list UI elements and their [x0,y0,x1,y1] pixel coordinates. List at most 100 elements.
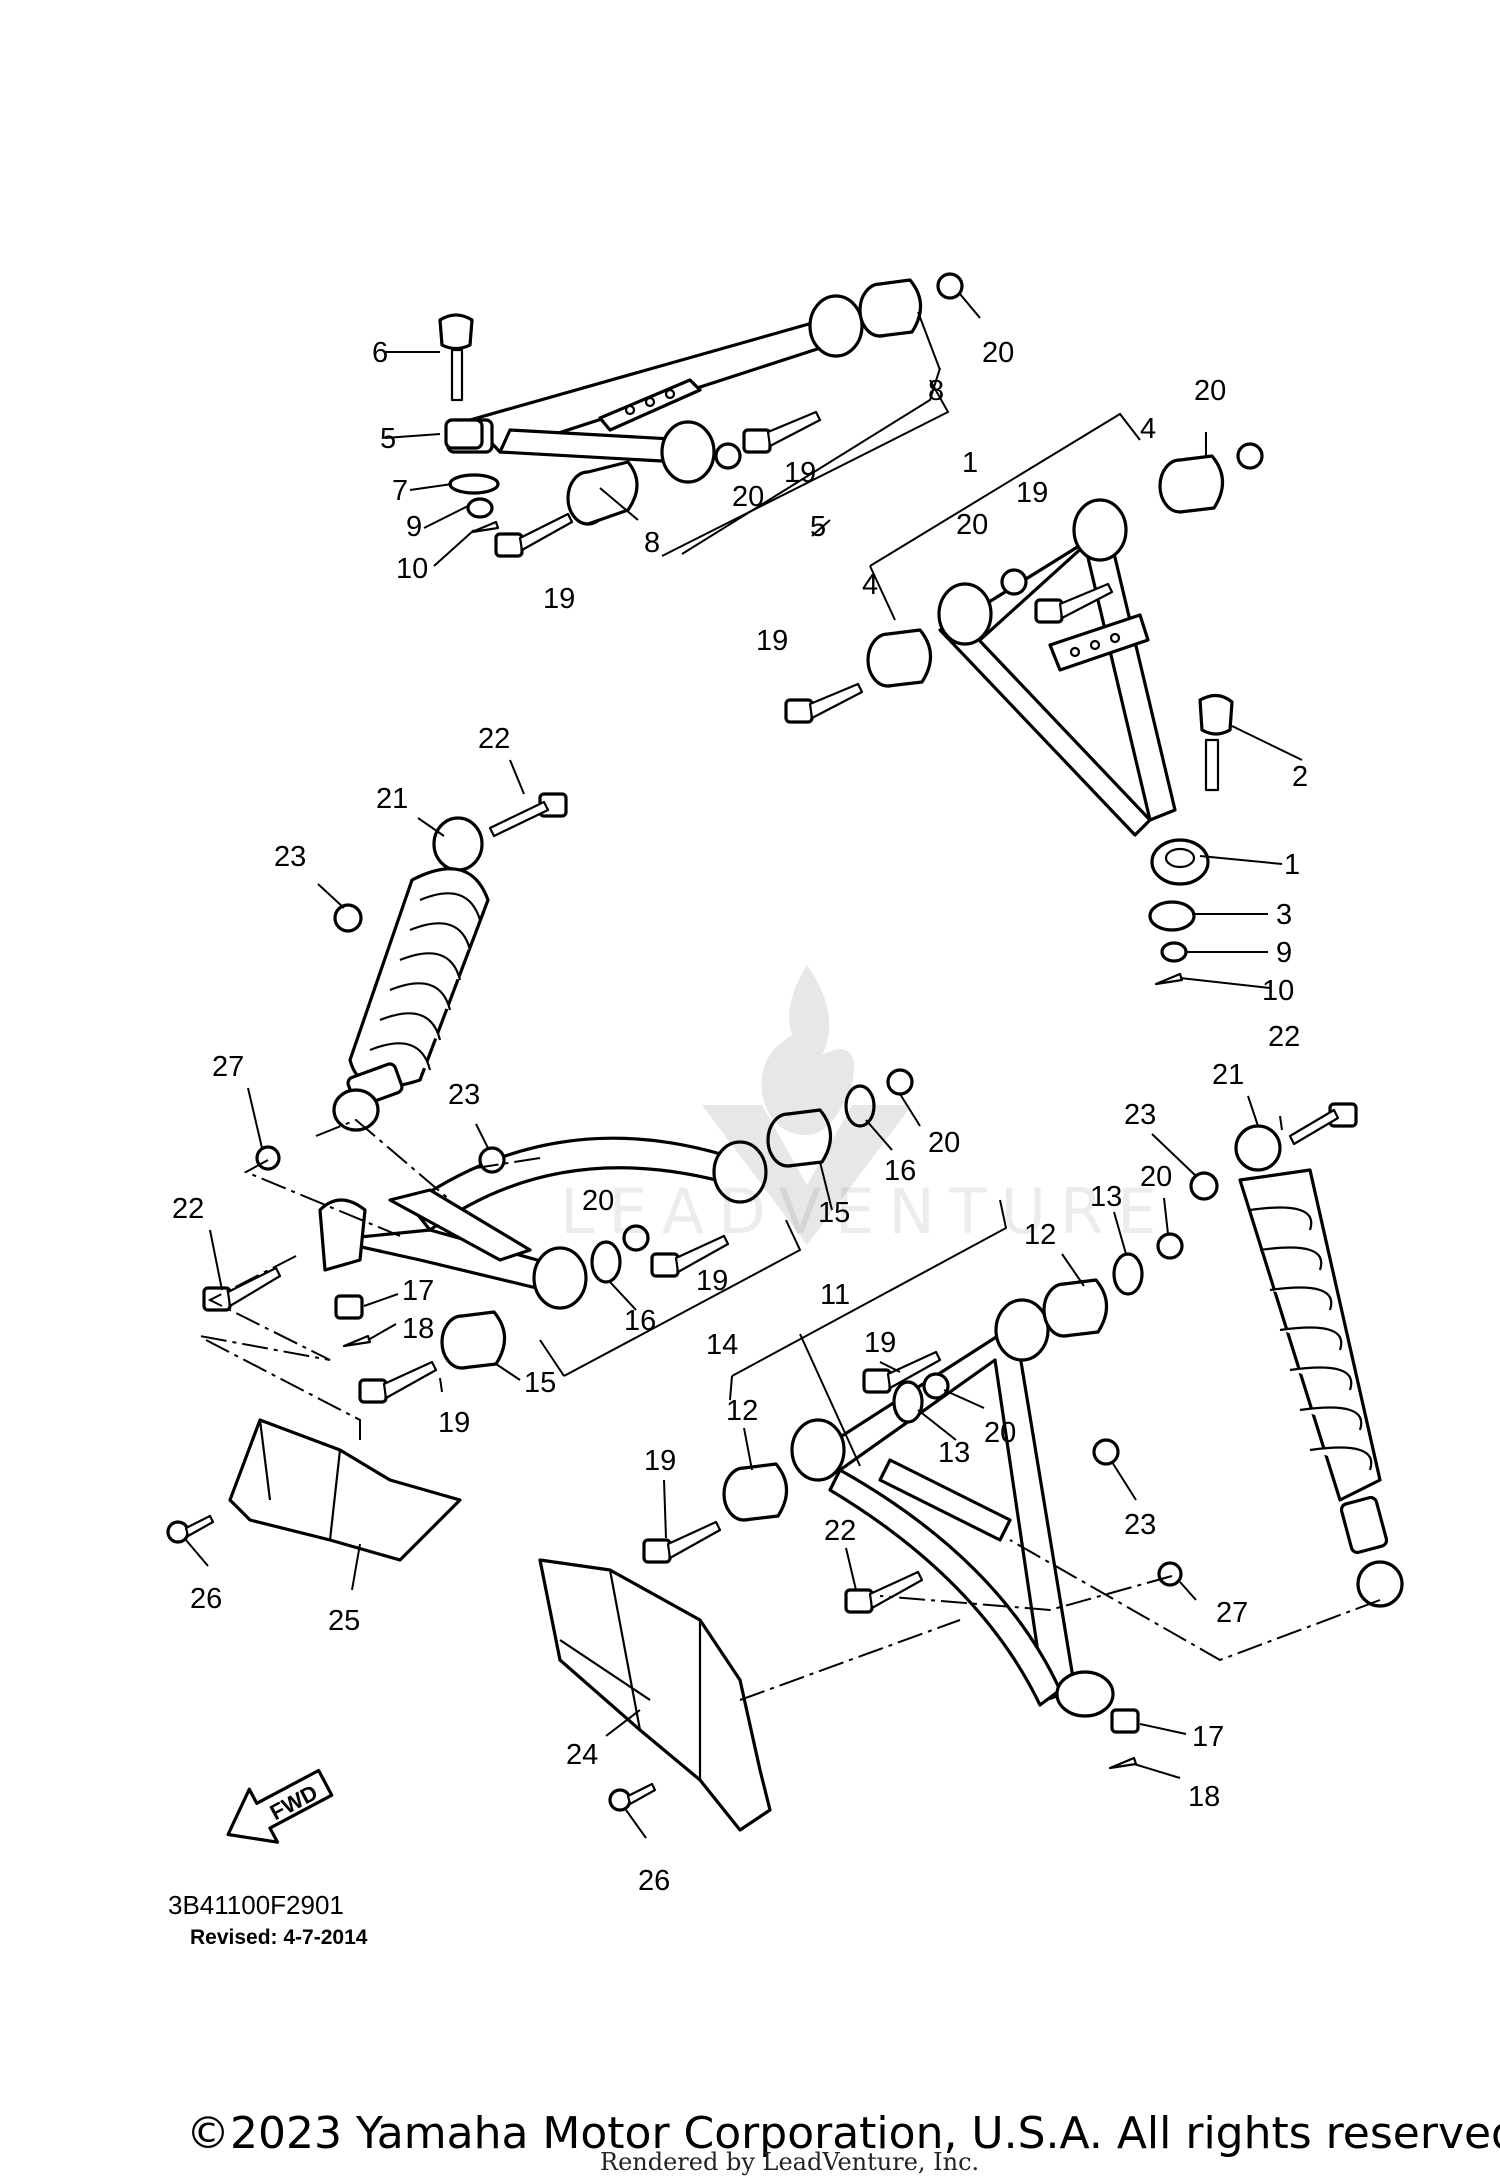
callout-22-b: 22 [172,1193,204,1225]
callout-19-e: 19 [696,1265,728,1297]
bolt-19-upper-mid [742,410,822,454]
nut-9-left [466,497,494,519]
callout-19-g: 19 [864,1327,896,1359]
callout-19-a: 19 [543,583,575,615]
revised-date: Revised: 4-7-2014 [190,1926,368,1949]
callout-9-b: 9 [1276,937,1292,969]
callout-14: 14 [706,1329,738,1361]
callout-18-b: 18 [1188,1781,1220,1813]
bushing-12-top [1042,1278,1109,1338]
callout-9-a: 9 [406,511,422,543]
nut-23-right-lower [1092,1438,1120,1466]
nut-17-right [1110,1708,1140,1734]
callout-8-a: 8 [644,527,660,559]
callout-16-a: 16 [884,1155,916,1187]
callout-23-c: 23 [1124,1099,1156,1131]
callout-15-a: 15 [818,1197,850,1229]
callout-12-a: 12 [1024,1219,1056,1251]
bolt-19-right-lower-2 [642,1520,722,1564]
nut-27-left [255,1145,281,1171]
nut-9-right [1160,941,1188,963]
lower-arm-right [790,1298,1115,1718]
callout-26-a: 26 [190,1583,222,1615]
callout-numbers: 6 5 7 9 10 19 8 20 19 20 5 8 8 20 1 4 20… [172,337,1308,1897]
nut-20-lower-2 [622,1224,650,1252]
bushing-8-left [566,460,639,526]
nut-20-upper-1 [936,272,964,300]
bolt-22-left-shock [488,792,568,838]
bolt-19-lower-1 [650,1234,730,1278]
bushing-8-right [858,278,923,338]
cotter-pin-10-left [470,520,500,534]
bolt-22-lower-left [202,1266,282,1312]
callout-26-b: 26 [638,1865,670,1897]
callout-13-b: 13 [938,1437,970,1469]
fwd-arrow: FWD [226,1768,334,1844]
nut-27-right [1157,1561,1183,1587]
callout-20-h: 20 [1140,1161,1172,1193]
rendered-by: Rendered by LeadVenture, Inc. [600,2148,980,2176]
washer-13-top [1112,1252,1144,1296]
callout-20-a: 20 [732,481,764,513]
nut-20-upper-2 [714,442,742,470]
callout-16-b: 16 [624,1305,656,1337]
callout-17-b: 17 [1192,1721,1224,1753]
callout-20-d: 20 [956,509,988,541]
cotter-pin-18-left [342,1334,372,1348]
callout-19-b: 19 [784,457,816,489]
watermark-text: LEADVENTURE [560,1175,1171,1248]
callout-23-d: 23 [1124,1509,1156,1541]
callout-27-b: 27 [1216,1597,1248,1629]
cotter-pin-18-right [1108,1756,1138,1770]
callout-20-g: 20 [582,1185,614,1217]
nut-20-right-1 [1236,442,1264,470]
leadventure-logo-watermark [702,965,912,1245]
callout-21-b: 21 [1212,1059,1244,1091]
callout-15-b: 15 [524,1367,556,1399]
ball-joint-2 [1198,693,1234,792]
callout-20-c: 20 [1194,375,1226,407]
part-code: 3B41100F2901 [168,1890,344,1920]
dash-lines [199,1118,1381,1701]
screw-26-right [608,1782,657,1812]
callout-20-i: 20 [984,1417,1016,1449]
callout-7: 7 [392,475,408,507]
callout-4-b: 4 [862,569,878,601]
callout-24: 24 [566,1739,598,1771]
nut-20-right-lower-1 [1156,1232,1184,1260]
callout-18-a: 18 [402,1313,434,1345]
callout-10-b: 10 [1262,975,1294,1007]
bushing-15-bottom [440,1310,507,1370]
callout-2: 2 [1292,761,1308,793]
callout-25: 25 [328,1605,360,1637]
callout-20-f: 20 [928,1127,960,1159]
callout-19-c: 19 [1016,477,1048,509]
guard-25 [228,1418,462,1562]
callout-21-a: 21 [376,783,408,815]
callout-19-d: 19 [756,625,788,657]
callout-1-b: 1 [1284,849,1300,881]
callout-19-h: 19 [644,1445,676,1477]
callout-27-a: 27 [212,1051,244,1083]
guard-24 [538,1558,772,1832]
callout-17-a: 17 [402,1275,434,1307]
callout-4-a: 4 [1140,413,1156,445]
bolt-19-right-1 [1034,582,1114,624]
washer-13-bottom [892,1380,924,1424]
callout-11: 11 [820,1279,850,1311]
cotter-pin-10-right [1154,972,1184,986]
washer-16-bottom [590,1240,622,1284]
bushing-4-left [866,628,933,688]
callout-3: 3 [1276,899,1292,931]
bolt-22-right-lower [844,1570,924,1614]
copyright-notice: ©2023 Yamaha Motor Corporation, U.S.A. A… [186,2108,1500,2159]
bolt-22-right-shock [1288,1102,1358,1146]
bushing-4-right [1158,454,1225,514]
bushing-12-bottom [722,1462,789,1522]
bolt-19-lower-2 [358,1360,438,1404]
callout-23-b: 23 [448,1079,480,1111]
nut-23-lower-left [478,1146,506,1174]
leader-lines [185,293,1303,1839]
bushing-15-top [766,1108,833,1168]
